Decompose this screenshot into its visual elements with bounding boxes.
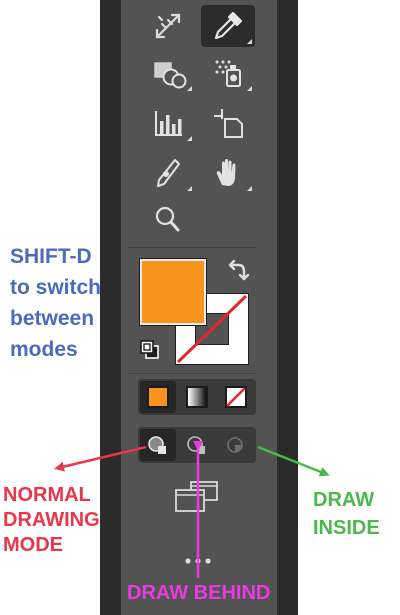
- edit-toolbar-icon[interactable]: [182, 556, 214, 566]
- annotation-line: between: [10, 307, 95, 330]
- tool-flyout-corner: [187, 86, 192, 91]
- none-fill-mode-button[interactable]: [218, 381, 254, 413]
- slice-knife-icon: [157, 159, 180, 187]
- draw-inside-icon: [227, 437, 243, 453]
- draw-behind-icon: [187, 436, 205, 454]
- annotation-line: SHIFT-D: [10, 245, 92, 268]
- none-swatch-icon: [225, 386, 247, 408]
- annotation-line: DRAW: [313, 489, 375, 511]
- shift-d-annotation: SHIFT-D to switch between modes: [10, 241, 101, 365]
- fill-mode-row: [138, 379, 256, 415]
- draw-normal-icon: [148, 436, 166, 454]
- blend-tool-button[interactable]: [141, 5, 195, 47]
- annotation-line: DRAWING: [3, 509, 100, 531]
- screen-mode-icon[interactable]: [173, 480, 221, 514]
- eyedropper-icon: [214, 11, 243, 40]
- annotation-line: to switch: [10, 276, 102, 299]
- shape-builder-icon: [154, 62, 187, 89]
- tool-flyout-corner: [187, 136, 192, 141]
- toolbar-divider: [128, 247, 256, 248]
- tool-flyout-corner: [247, 39, 252, 44]
- annotation-line: INSIDE: [313, 517, 380, 539]
- annotation-line: MODE: [3, 534, 63, 556]
- annotation-line: modes: [10, 338, 78, 361]
- zoom-magnifier-icon: [155, 206, 180, 232]
- draw-inside-button[interactable]: [218, 429, 254, 461]
- none-slash-icon: [176, 294, 248, 364]
- fill-swatch[interactable]: [140, 259, 206, 325]
- tool-flyout-corner: [247, 86, 252, 91]
- color-fill-mode-button[interactable]: [140, 381, 176, 413]
- artboard-icon: [214, 109, 243, 138]
- symbol-sprayer-icon: [215, 60, 241, 87]
- toolbar-divider: [128, 373, 256, 374]
- swap-fill-stroke-icon[interactable]: [225, 258, 251, 282]
- slice-tool-button[interactable]: [141, 152, 195, 194]
- default-fill-stroke-icon[interactable]: [139, 339, 161, 361]
- eyedropper-tool-button[interactable]: [201, 5, 255, 47]
- draw-behind-annotation: DRAW BEHIND: [127, 582, 271, 604]
- tool-flyout-corner: [187, 186, 192, 191]
- tool-flyout-corner: [247, 186, 252, 191]
- symbol-sprayer-tool-button[interactable]: [201, 52, 255, 94]
- draw-inside-annotation: DRAW INSIDE: [313, 486, 380, 542]
- gradient-swatch-icon: [186, 386, 208, 408]
- shape-builder-tool-button[interactable]: [141, 52, 195, 94]
- drawing-mode-row: [138, 427, 256, 463]
- bar-graph-icon: [155, 111, 182, 136]
- hand-tool-button[interactable]: [201, 152, 255, 194]
- draw-behind-button[interactable]: [179, 429, 215, 461]
- artboard-tool-button[interactable]: [201, 102, 255, 144]
- blend-arrows-icon: [155, 13, 181, 39]
- normal-drawing-mode-annotation: NORMAL DRAWING MODE: [3, 483, 100, 558]
- zoom-tool-button[interactable]: [141, 198, 195, 240]
- graph-tool-button[interactable]: [141, 102, 195, 144]
- hand-icon: [216, 159, 236, 186]
- gradient-fill-mode-button[interactable]: [179, 381, 215, 413]
- color-swatch-icon: [147, 386, 169, 408]
- annotation-line: NORMAL: [3, 484, 91, 506]
- draw-normal-button[interactable]: [140, 429, 176, 461]
